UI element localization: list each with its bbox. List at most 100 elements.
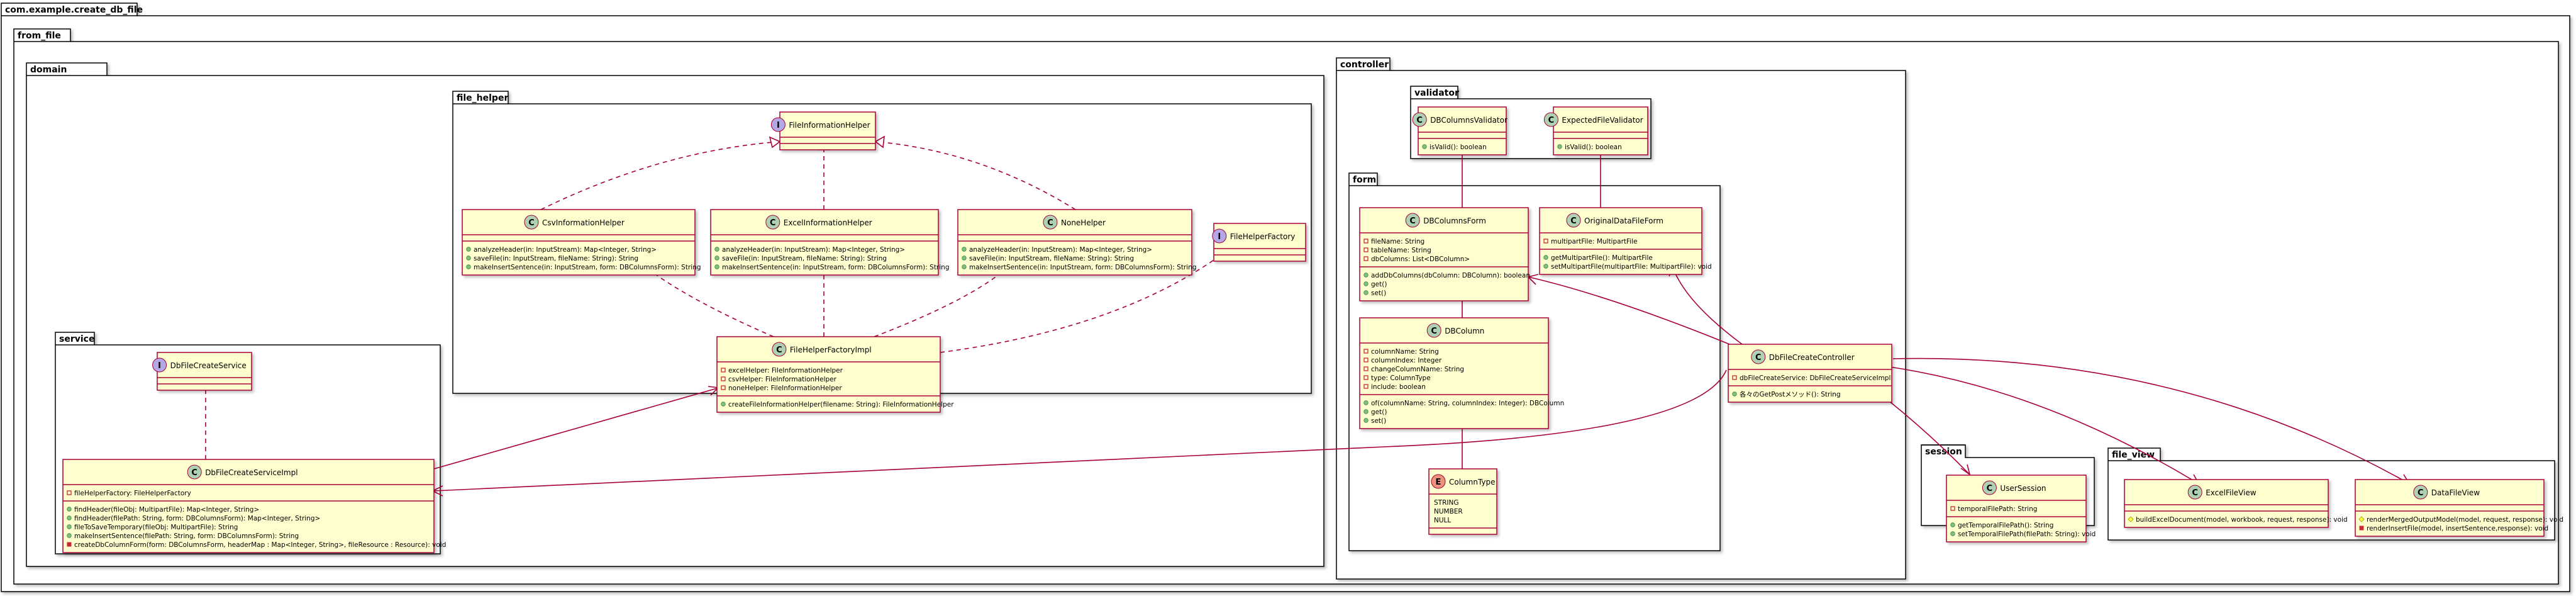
class-method: addDbColumns(dbColumn: DBColumn): boolea… — [1371, 272, 1530, 279]
public-method-icon — [1543, 264, 1548, 269]
association-controller-to-dbcolumnsform — [1528, 276, 1730, 345]
realization-factoryimpl-to-factory — [940, 242, 1238, 353]
class-name: NoneHelper — [1061, 218, 1106, 227]
class-method: getTemporalFilePath(): String — [1958, 522, 2053, 529]
public-method-icon — [962, 264, 967, 269]
class-field: csvHelper: FileInformationHelper — [728, 376, 837, 383]
class-box — [2355, 479, 2545, 537]
class-method: makeInsertSentence(in: InputStream, form… — [722, 264, 950, 271]
class-method: analyzeHeader(in: InputStream): Map<Inte… — [722, 246, 905, 254]
class-method: set() — [1371, 417, 1386, 425]
class-field: fileName: String — [1371, 238, 1424, 245]
private-field-icon — [1950, 506, 1955, 511]
class-icon: C — [1426, 323, 1441, 338]
class-icon: C — [2187, 485, 2202, 500]
class-box — [1946, 475, 2087, 543]
class-box — [1359, 317, 1549, 429]
class-name: DbFileCreateServiceImpl — [205, 468, 297, 477]
class-name: DbFileCreateController — [1769, 353, 1855, 362]
protected-method-icon — [2128, 516, 2134, 522]
public-method-icon — [1543, 255, 1548, 260]
public-method-icon — [721, 402, 726, 407]
class-icon: C — [1543, 112, 1558, 127]
class-icon: C — [765, 215, 780, 230]
class-box — [462, 209, 696, 276]
public-method-icon — [1363, 409, 1368, 414]
class-method: buildExcelDocument(model, workbook, requ… — [2136, 516, 2348, 524]
class-field: fileHelperFactory: FileHelperFactory — [74, 490, 191, 497]
class-method: fileToSaveTemporary(fileObj: MultipartFi… — [74, 524, 238, 531]
class-name: UserSession — [2000, 484, 2046, 493]
svg-text:C: C — [2418, 488, 2424, 498]
class-box — [2124, 479, 2329, 528]
private-method-icon — [2359, 526, 2364, 531]
class-method: of(columnName: String, columnIndex: Inte… — [1371, 400, 1564, 407]
public-method-icon — [67, 524, 72, 529]
private-field-icon — [1363, 349, 1368, 354]
class-icon: C — [772, 342, 787, 357]
association-controller-to-excelview — [1889, 366, 2199, 484]
realization-none-to-fileinfo — [875, 141, 1076, 210]
private-field-icon — [1363, 384, 1368, 389]
enum-value: NULL — [1434, 517, 1451, 524]
svg-text:C: C — [1431, 327, 1437, 336]
class-name: OriginalDataFileForm — [1584, 216, 1663, 225]
class-field: multipartFile: MultipartFile — [1551, 238, 1638, 245]
association-controller-to-originalform — [1672, 267, 1743, 345]
class-method: renderInsertFile(model, insertSentence,r… — [2367, 525, 2548, 532]
private-field-icon — [1363, 375, 1368, 380]
svg-text:C: C — [1755, 353, 1762, 363]
class-box — [1213, 223, 1306, 262]
package-file-helper-label: file_helper — [457, 93, 508, 103]
class-field: temporalFilePath: String — [1958, 505, 2037, 513]
public-method-icon — [1363, 281, 1368, 286]
class-icon: C — [1982, 480, 1997, 495]
class-method: isValid(): boolean — [1565, 143, 1622, 151]
private-field-icon — [1363, 256, 1368, 261]
class-method: analyzeHeader(in: InputStream): Map<Inte… — [969, 246, 1152, 254]
association-controller-to-serviceimpl — [433, 369, 1727, 492]
public-method-icon — [67, 533, 72, 538]
class-field: include: boolean — [1371, 383, 1426, 391]
class-box — [957, 209, 1192, 276]
class-box — [1553, 106, 1648, 155]
association-controller-to-datafileview — [1892, 357, 2409, 484]
class-method: getMultipartFile(): MultipartFile — [1551, 254, 1653, 262]
package-root-label: com.example.create_db_file — [5, 5, 143, 15]
public-method-icon — [714, 256, 719, 261]
public-method-icon — [466, 247, 471, 252]
class-method: createDbColumnForm(form: DBColumnsForm, … — [74, 541, 446, 549]
class-field: excelHelper: FileInformationHelper — [728, 367, 843, 374]
svg-text:C: C — [528, 218, 535, 228]
svg-text:C: C — [770, 218, 776, 228]
private-field-icon — [721, 368, 726, 373]
class-method: isValid(): boolean — [1430, 143, 1487, 151]
enum-value: NUMBER — [1434, 508, 1463, 515]
public-method-icon — [1363, 273, 1368, 278]
interface-icon: I — [770, 117, 786, 132]
public-method-icon — [466, 256, 471, 261]
class-icon: C — [524, 215, 539, 230]
svg-text:C: C — [1409, 216, 1416, 226]
class-box — [710, 209, 939, 276]
svg-text:C: C — [1987, 484, 1993, 493]
class-field: type: ColumnType — [1371, 374, 1431, 382]
public-method-icon — [962, 256, 967, 261]
private-field-icon — [1732, 375, 1737, 380]
public-method-icon — [714, 264, 719, 269]
class-box — [62, 459, 435, 553]
package-from-file-label: from_file — [18, 31, 61, 41]
private-field-icon — [1363, 247, 1368, 252]
public-method-icon — [67, 515, 72, 520]
class-name: ColumnType — [1449, 478, 1496, 486]
class-box — [1418, 106, 1507, 155]
public-method-icon — [1950, 522, 1955, 527]
class-field: columnName: String — [1371, 348, 1439, 356]
